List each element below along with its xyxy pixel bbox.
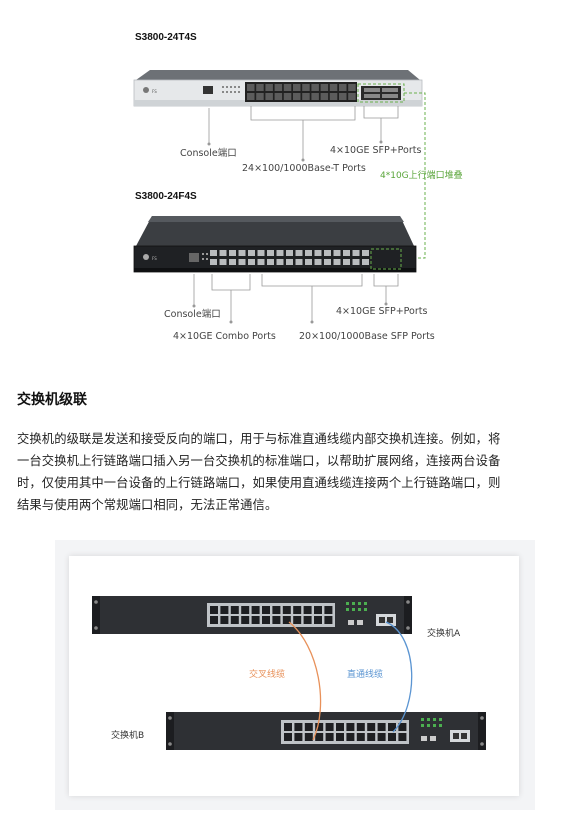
paragraph-line: 交换机的级联是发送和接受反向的端口，用于与标准直通线缆内部交换机连接。例如，将 (17, 432, 501, 446)
crossover-cable (288, 621, 322, 741)
crossover-cable-label: 交叉线缆 (249, 670, 286, 680)
paragraph-line: 一台交换机上行链路端口插入另一台交换机的标准端口，以帮助扩展网络，连接两台设备 (17, 454, 501, 468)
model-title-a: S3800-24T4S (135, 32, 197, 43)
b-console-label: Console端口 (164, 309, 221, 320)
section-heading: 交换机级联 (17, 392, 87, 408)
brand-logo-b: FS (152, 256, 157, 261)
cascade-illustration (92, 596, 486, 750)
switch-a-illustration (133, 70, 426, 324)
paragraph-line: 结果与使用两个常规端口相同，无法正常通信。 (17, 498, 278, 512)
straight-cable-label: 直通线缆 (347, 670, 384, 680)
straight-cable (385, 621, 413, 733)
brand-logo-a: FS (152, 89, 157, 94)
model-title-b: S3800-24F4S (135, 191, 197, 202)
article-paragraph: 交换机的级联是发送和接受反向的端口，用于与标准直通线缆内部交换机连接。例如，将 … (17, 428, 563, 516)
switch-b-label: 交换机B (111, 731, 145, 741)
figure-cascade-diagram: 交换机A 交换机B 交叉线缆 直通线缆 (55, 540, 535, 810)
stack-label: 4*10G上行端口堆叠 (380, 171, 463, 181)
paragraph-line: 时，仅使用其中一台设备的上行链路端口，如果使用直通线缆连接两个上行链路端口，则 (17, 476, 501, 490)
a-console-label: Console端口 (180, 148, 237, 159)
b-sfp-label: 4×10GE SFP+Ports (336, 306, 428, 317)
b-sfp-ports-label: 20×100/1000Base SFP Ports (299, 331, 435, 342)
diagram-card: 交换机A 交换机B 交叉线缆 直通线缆 (69, 556, 519, 796)
b-combo-label: 4×10GE Combo Ports (173, 331, 276, 342)
a-sfp-label: 4×10GE SFP+Ports (330, 145, 422, 156)
a-base-t-label: 24×100/1000Base-T Ports (242, 163, 366, 174)
switch-a-label: 交换机A (427, 629, 461, 639)
